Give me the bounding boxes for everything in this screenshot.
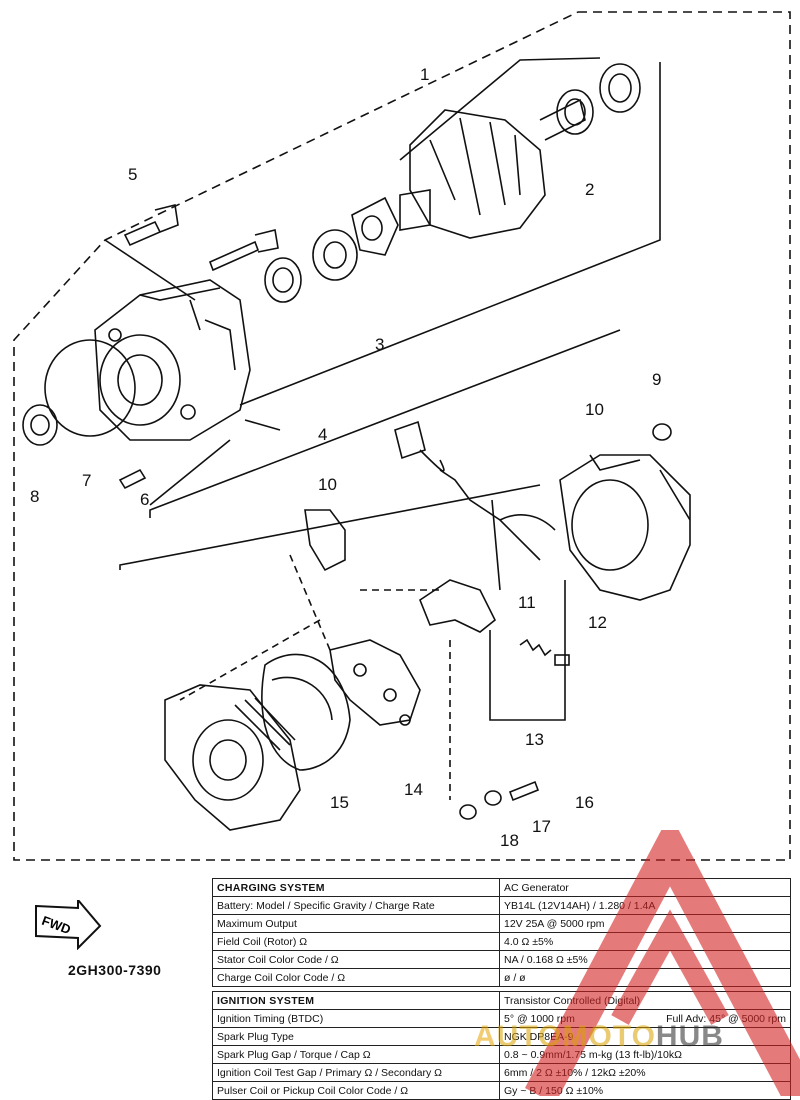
spring-8 <box>519 638 552 657</box>
oil-seal-3 <box>264 257 302 303</box>
part-label-14: 10 <box>585 400 604 419</box>
part-label-8: 13 <box>525 730 544 749</box>
stator-6 <box>261 653 351 771</box>
param-cell: Ignition Timing (BTDC) <box>212 1009 500 1028</box>
part-label-12: 17 <box>532 817 551 836</box>
wiring-drawing <box>394 420 556 561</box>
rectifier-7 <box>329 639 421 726</box>
boundary-line <box>13 11 791 861</box>
bolt-18 <box>123 204 179 247</box>
regulator <box>419 579 497 633</box>
value-cell: 12V 25A @ 5000 rpm <box>499 914 791 933</box>
part-label-13: 18 <box>500 831 519 850</box>
screw-11 <box>508 780 540 802</box>
part-label-5: 2 <box>585 180 594 199</box>
value-cell: Gy ~ B / 150 Ω ±10% <box>499 1081 791 1100</box>
param-cell: CHARGING SYSTEM <box>212 878 500 897</box>
rotor-drawing <box>399 89 594 239</box>
table-row: Pulser Coil or Pickup Coil Color Code / … <box>212 1081 791 1100</box>
brush-9 <box>304 509 346 572</box>
o-ring-17 <box>44 339 136 437</box>
part-label-18: 5 <box>128 165 137 184</box>
exploded-diagram: 1 2 3 4 5 6 7 8 9 10 10 11 12 13 14 15 1… <box>13 11 791 861</box>
value-cell: YB14L (12V14AH) / 1.280 / 1.4A <box>499 896 791 915</box>
param-cell: Battery: Model / Specific Gravity / Char… <box>212 896 500 915</box>
param-cell: Maximum Output <box>212 914 500 933</box>
param-cell: Charge Coil Color Code / Ω <box>212 968 500 987</box>
screw-4 <box>118 468 147 490</box>
value-cell: NA / 0.168 Ω ±5% <box>499 950 791 969</box>
param-cell: Field Coil (Rotor) Ω <box>212 932 500 951</box>
table-row: Battery: Model / Specific Gravity / Char… <box>212 896 791 915</box>
part-label-9: 10 <box>318 475 337 494</box>
rear-housing-drawing <box>164 684 301 831</box>
value-cell: ø / ø <box>499 968 791 987</box>
part-number-labels: 1 2 3 4 5 6 7 8 9 10 10 11 12 13 14 15 1… <box>30 65 661 850</box>
part-label-3: 3 <box>375 335 384 354</box>
part-label-6: 15 <box>330 793 349 812</box>
seal-16 <box>22 404 58 446</box>
value-cell: Transistor Controlled (Digital) <box>499 991 791 1010</box>
table-row: Ignition Coil Test Gap / Primary Ω / Sec… <box>212 1063 791 1082</box>
plate-washer <box>351 196 399 256</box>
param-cell: Pulser Coil or Pickup Coil Color Code / … <box>212 1081 500 1100</box>
model-code: 2GH300-7390 <box>68 962 162 978</box>
bearing-ring <box>599 63 641 113</box>
front-housing-drawing <box>94 279 251 441</box>
rear-cover-drawing <box>559 454 691 601</box>
part-label-7: 14 <box>404 780 423 799</box>
part-label-11: 16 <box>575 793 594 812</box>
part-label-4: 6 <box>140 490 149 509</box>
part-label-2: 4 <box>318 425 327 444</box>
param-cell: Ignition Coil Test Gap / Primary Ω / Sec… <box>212 1063 500 1082</box>
param-cell: Spark Plug Type <box>212 1027 500 1046</box>
part-label-10a: 11 <box>518 593 536 612</box>
part-label-16: 8 <box>30 487 39 506</box>
part-label-17: 7 <box>82 471 91 490</box>
part-label-15: 9 <box>652 370 661 389</box>
bearing-3 <box>312 229 358 281</box>
watermark-text: AUTOMOTOHUB <box>474 1020 724 1053</box>
param-cell: IGNITION SYSTEM <box>212 991 500 1010</box>
part-label-10b: 12 <box>588 613 607 632</box>
param-cell: Stator Coil Color Code / Ω <box>212 950 500 969</box>
part-label-1: 1 <box>420 65 429 84</box>
param-cell: Spark Plug Gap / Torque / Cap Ω <box>212 1045 500 1064</box>
value-cell: 6mm / 2 Ω ±10% / 12kΩ ±20% <box>499 1063 791 1082</box>
value-cell: 4.0 Ω ±5% <box>499 932 791 951</box>
value-cell: AC Generator <box>499 878 791 897</box>
fwd-arrow-icon: FWD <box>35 900 102 950</box>
bolt-2 <box>208 229 279 272</box>
